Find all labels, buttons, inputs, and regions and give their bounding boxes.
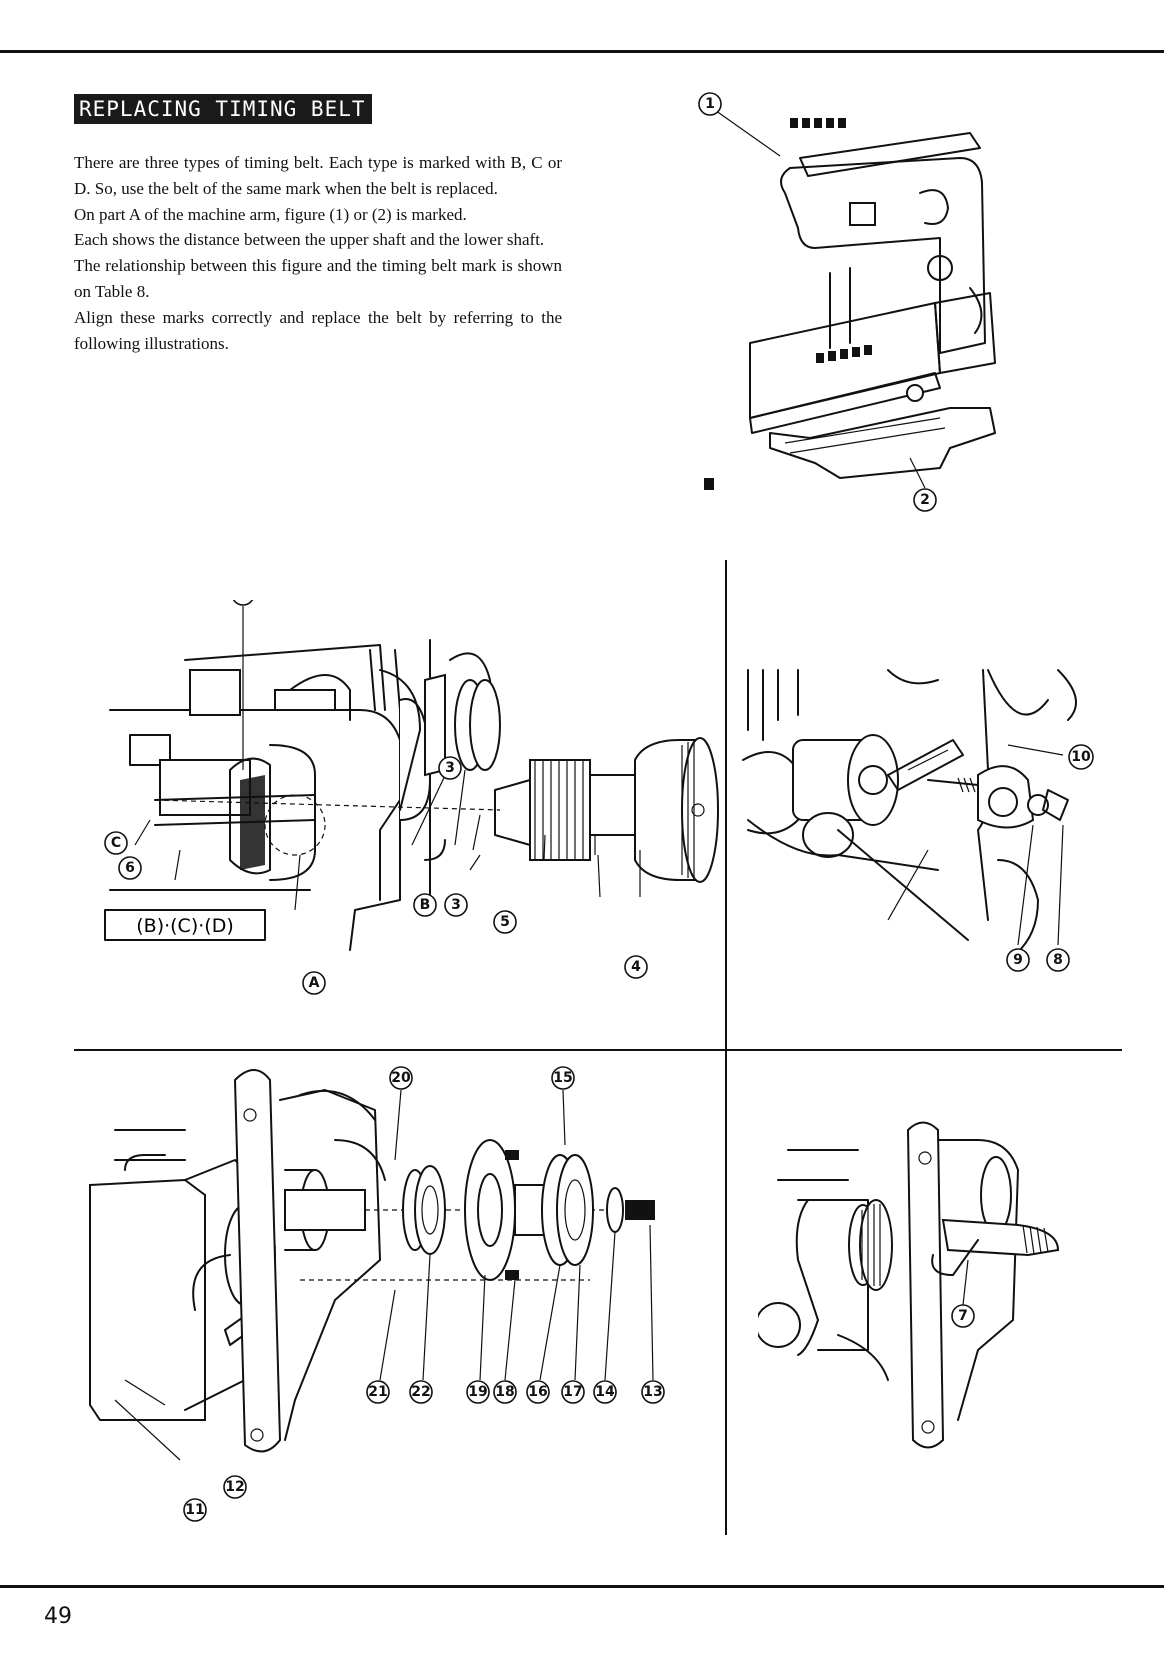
middle-rule [74, 1049, 1122, 1051]
callout-9: 9 [1006, 948, 1030, 972]
callout-B: B [413, 893, 437, 917]
svg-text:12: 12 [225, 1479, 244, 1495]
intro-text: There are three types of timing belt. Ea… [74, 150, 562, 356]
svg-text:15: 15 [553, 1070, 572, 1086]
callout-11: 11 [183, 1498, 207, 1522]
svg-text:A: A [309, 975, 320, 991]
callout-C: C [104, 831, 128, 855]
intro-paragraph: On part A of the machine arm, figure (1)… [74, 204, 467, 224]
page-number: 49 [44, 1604, 72, 1629]
svg-text:19: 19 [468, 1384, 487, 1400]
svg-text:6: 6 [125, 860, 135, 876]
svg-text:1: 1 [705, 96, 715, 112]
callout-16: 16 [526, 1380, 550, 1404]
svg-text:5: 5 [500, 914, 510, 930]
callout-15: 15 [551, 1066, 575, 1090]
machine-cover-illustration: 1 2 [698, 92, 996, 512]
callout-7b: 7 [951, 1304, 975, 1328]
callout-19: 19 [466, 1380, 490, 1404]
callout-12: 12 [223, 1475, 247, 1499]
svg-text:14: 14 [595, 1384, 615, 1400]
belt-mark-label: (B)·(C)·(D) [136, 915, 234, 937]
callout-14: 14 [593, 1380, 617, 1404]
callout-20: 20 [389, 1066, 413, 1090]
intro-paragraph: The relationship between this figure and… [74, 256, 562, 301]
section-title: REPLACING TIMING BELT [74, 94, 372, 124]
svg-text:2: 2 [920, 492, 930, 508]
svg-text:B: B [420, 897, 431, 913]
vertical-divider [725, 560, 727, 1535]
pulley-shaft-illustration: (B)·(C)·(D) 7 3 C 6 B 3 5 4 A [104, 600, 719, 995]
intro-paragraph: There are three types of timing belt. Ea… [74, 153, 562, 198]
callout-5: 5 [493, 910, 517, 934]
svg-text:22: 22 [411, 1384, 430, 1400]
callout-1: 1 [698, 92, 722, 116]
callout-13: 13 [641, 1380, 665, 1404]
callout-4: 4 [624, 955, 648, 979]
svg-text:18: 18 [495, 1384, 514, 1400]
svg-text:13: 13 [643, 1384, 662, 1400]
top-rule [0, 50, 1164, 53]
svg-text:11: 11 [185, 1502, 204, 1518]
svg-text:20: 20 [391, 1070, 411, 1086]
callout-A: A [302, 971, 326, 995]
callout-18: 18 [493, 1380, 517, 1404]
callout-22: 22 [409, 1380, 433, 1404]
svg-text:16: 16 [528, 1384, 547, 1400]
svg-text:4: 4 [631, 959, 641, 975]
callout-8: 8 [1046, 948, 1070, 972]
svg-text:7: 7 [238, 600, 248, 602]
callout-2: 2 [913, 488, 937, 512]
callout-10: 10 [1068, 744, 1094, 770]
bearing-exploded-illustration: 20 15 21 22 19 18 16 17 14 13 12 11 [89, 1066, 665, 1522]
motor-bracket-illustration: 10 9 8 [742, 669, 1094, 972]
svg-text:C: C [111, 835, 121, 851]
belt-installation-illustration: 7 [758, 1121, 1060, 1449]
callout-17: 17 [561, 1380, 585, 1404]
svg-text:17: 17 [563, 1384, 582, 1400]
callout-3: 3 [438, 756, 462, 780]
svg-text:21: 21 [368, 1384, 387, 1400]
svg-text:7: 7 [958, 1308, 968, 1324]
intro-paragraph: Align these marks correctly and replace … [74, 307, 562, 353]
svg-text:3: 3 [445, 760, 455, 776]
svg-text:8: 8 [1053, 952, 1063, 968]
callout-21: 21 [366, 1380, 390, 1404]
svg-text:9: 9 [1013, 952, 1023, 968]
callout-3b: 3 [444, 893, 468, 917]
svg-text:10: 10 [1071, 749, 1091, 765]
bottom-rule [0, 1585, 1164, 1588]
callout-7: 7 [232, 600, 254, 606]
callout-6: 6 [118, 856, 142, 880]
svg-text:3: 3 [451, 897, 461, 913]
intro-paragraph: Each shows the distance between the uppe… [74, 230, 545, 250]
